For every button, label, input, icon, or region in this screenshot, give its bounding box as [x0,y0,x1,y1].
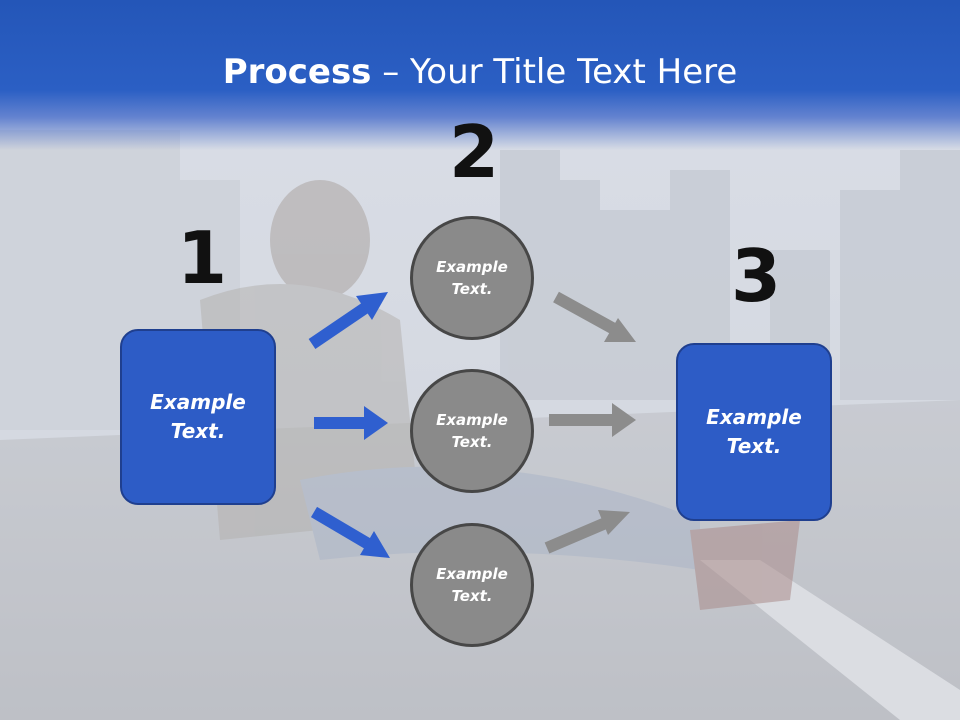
step-1-box: Example Text. [120,329,276,505]
title-bold: Process [222,52,372,92]
arrow-to-bottom-circle-head [360,531,390,558]
arrow-to-bottom-circle [310,506,374,551]
title-bar [0,0,960,150]
step-number-1: 1 [177,216,228,300]
slide-title: Process – Your Title Text Here [0,52,960,92]
arrow-to-middle-circle-head [364,406,388,440]
step-3-box: Example Text. [676,343,832,521]
circle-text: Example Text. [436,410,508,452]
step-number-3: 3 [731,234,782,318]
gray-arrows [544,291,636,554]
arrow-from-top-circle [553,291,617,335]
step-1-text: Example Text. [150,390,246,443]
circle-text: Example Text. [436,564,508,606]
arrow-from-top-circle-head [604,318,636,342]
step-2-circle-bottom: Example Text. [410,523,534,647]
circle-text: Example Text. [436,257,508,299]
arrow-from-bottom-circle-head [598,510,630,535]
blue-arrows [308,292,390,558]
step-3-text: Example Text. [706,405,802,458]
arrow-to-top-circle [308,301,372,349]
step-2-circle-middle: Example Text. [410,369,534,493]
step-number-2: 2 [449,110,500,194]
arrow-from-bottom-circle [544,516,611,554]
arrow-to-top-circle-head [356,292,388,320]
step-2-circle-top: Example Text. [410,216,534,340]
title-rest: – Your Title Text Here [371,52,738,92]
arrow-from-middle-circle-head [612,403,636,437]
